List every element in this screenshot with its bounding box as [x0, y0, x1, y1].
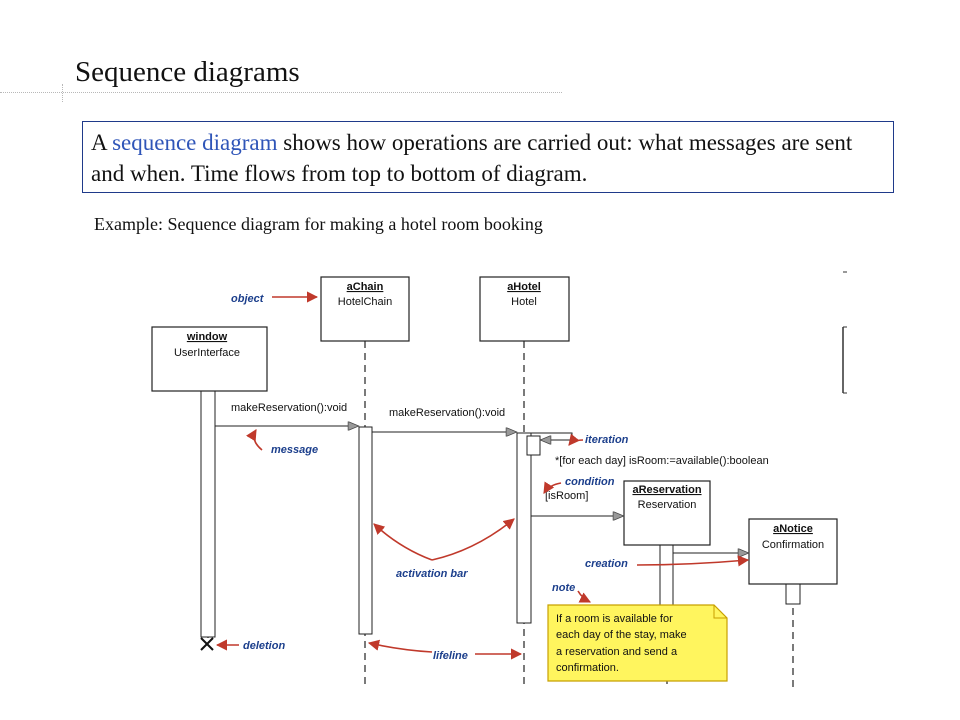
object-class: Reservation — [638, 499, 697, 511]
messages — [215, 426, 748, 553]
activation-bar-achain — [358, 426, 373, 635]
note-line: a reservation and send a — [556, 646, 678, 658]
annotation-arrow-creation — [636, 555, 750, 567]
annotation-creation: creation — [585, 558, 628, 570]
message-label-condition: [isRoom] — [545, 490, 588, 502]
object-class: UserInterface — [174, 347, 240, 359]
annotation-arrow-activation-right — [431, 518, 515, 561]
object-class: Hotel — [511, 296, 537, 308]
deletion-cross — [200, 637, 214, 651]
object-name: aReservation — [632, 484, 701, 496]
note: If a room is available for each day of t… — [547, 604, 728, 682]
activation-bar-window — [200, 390, 216, 638]
activation-bar-ahotel — [516, 432, 532, 624]
message-label-iteration: *[for each day] isRoom:=available():bool… — [555, 455, 769, 467]
annotation-object: object — [231, 293, 265, 305]
annotation-activation-bar: activation bar — [396, 568, 468, 580]
definition-box: A sequence diagram shows how operations … — [82, 121, 894, 193]
annotation-condition: condition — [565, 476, 615, 488]
message-label-2: makeReservation():void — [389, 407, 505, 419]
annotation-note: note — [552, 582, 575, 594]
activation-bar-anotice — [785, 583, 801, 605]
object-name: aNotice — [773, 523, 813, 535]
note-line: confirmation. — [556, 662, 619, 674]
annotation-iteration: iteration — [585, 434, 629, 446]
object-name: aHotel — [507, 281, 541, 293]
object-window: window UserInterface — [151, 326, 268, 392]
message-label-1: makeReservation():void — [231, 402, 347, 414]
annotation-arrow-condition — [543, 481, 562, 494]
object-ahotel: aHotel Hotel — [479, 276, 570, 342]
annotation-message: message — [271, 444, 318, 456]
annotation-arrow-activation-left — [373, 523, 433, 561]
example-caption: Example: Sequence diagram for making a h… — [94, 214, 543, 234]
title-divider — [0, 92, 562, 93]
object-areservation: aReservation Reservation — [623, 480, 711, 546]
activation-bars — [200, 390, 801, 638]
definition-term: sequence diagram — [112, 130, 278, 155]
note-line: each day of the stay, make — [556, 629, 687, 641]
object-class: Confirmation — [762, 539, 824, 551]
object-name: aChain — [347, 281, 384, 293]
object-name: window — [186, 331, 228, 343]
annotation-deletion: deletion — [243, 640, 285, 652]
annotation-arrow-message — [246, 429, 263, 451]
annotation-arrow-iteration — [568, 433, 584, 446]
annotation-arrows — [215, 291, 750, 660]
definition-prefix: A — [91, 130, 113, 155]
annotation-arrow-lifeline-left — [367, 639, 433, 653]
object-achain: aChain HotelChain — [320, 276, 410, 342]
object-class: HotelChain — [338, 296, 392, 308]
title-divider-tick — [62, 84, 63, 102]
note-line: If a room is available for — [556, 613, 673, 625]
object-anotice: aNotice Confirmation — [748, 518, 838, 585]
activation-bar-ahotel-nested — [526, 435, 541, 456]
annotation-lifeline: lifeline — [433, 650, 468, 662]
partial-frame — [842, 271, 847, 394]
annotation-arrow-note — [577, 590, 592, 603]
definition-text: shows how operations are carried out: wh… — [91, 130, 853, 186]
slide-title: Sequence diagrams — [75, 56, 300, 88]
